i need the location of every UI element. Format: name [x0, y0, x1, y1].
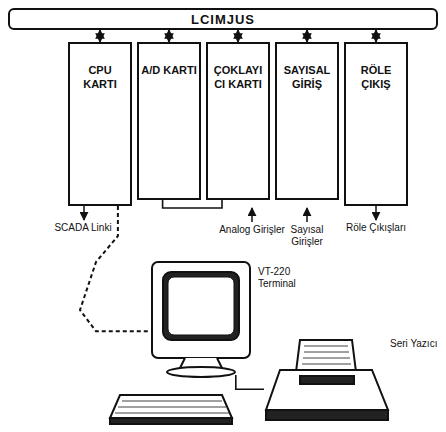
- node-label: VT-220 Terminal: [258, 266, 306, 290]
- signal-label: Röle Çıkışları: [343, 222, 409, 234]
- node-label: SAYISAL GİRİŞ: [279, 64, 335, 92]
- printer-device: Seri Yazıcı: [264, 334, 440, 426]
- bus-connector: [163, 200, 222, 208]
- circuit-card: SAYISAL GİRİŞ: [275, 42, 339, 200]
- circuit-card: CPU KARTI: [68, 42, 132, 206]
- keyboard-drawing: [110, 395, 232, 424]
- node-label: ÇOKLAYICI KARTI: [210, 64, 266, 92]
- signal-arrow: [306, 208, 308, 222]
- signal-label: SCADA Linki: [50, 222, 116, 234]
- node-label: Seri Yazıcı: [390, 338, 438, 350]
- circuit-card: A/D KARTI: [137, 42, 201, 200]
- bus-connector: [236, 375, 264, 389]
- signal-arrow: [375, 206, 377, 220]
- node-label: LCIMJUS: [188, 12, 258, 27]
- bus-connector: [306, 30, 308, 42]
- signal-arrow: [251, 208, 253, 222]
- bus-connector: [168, 30, 170, 42]
- node-label: A/D KARTI: [141, 64, 197, 78]
- monitor-drawing: [152, 262, 250, 377]
- signal-arrow: [83, 206, 85, 220]
- signal-label: Sayısal Girişler: [274, 224, 340, 247]
- circuit-card: ÇOKLAYICI KARTI: [206, 42, 270, 200]
- terminal-device: VT-220 Terminal: [150, 260, 306, 375]
- signal-label: Analog Girişler: [219, 224, 285, 236]
- bus-connector: [99, 30, 101, 42]
- printer-drawing: [266, 340, 388, 420]
- system-bus: LCIMJUS: [8, 8, 438, 30]
- node-label: CPU KARTI: [72, 64, 128, 92]
- circuit-card: RÖLE ÇIKIŞ: [344, 42, 408, 206]
- bus-connector: [375, 30, 377, 42]
- bus-connector: [237, 30, 239, 42]
- node-label: RÖLE ÇIKIŞ: [348, 64, 404, 92]
